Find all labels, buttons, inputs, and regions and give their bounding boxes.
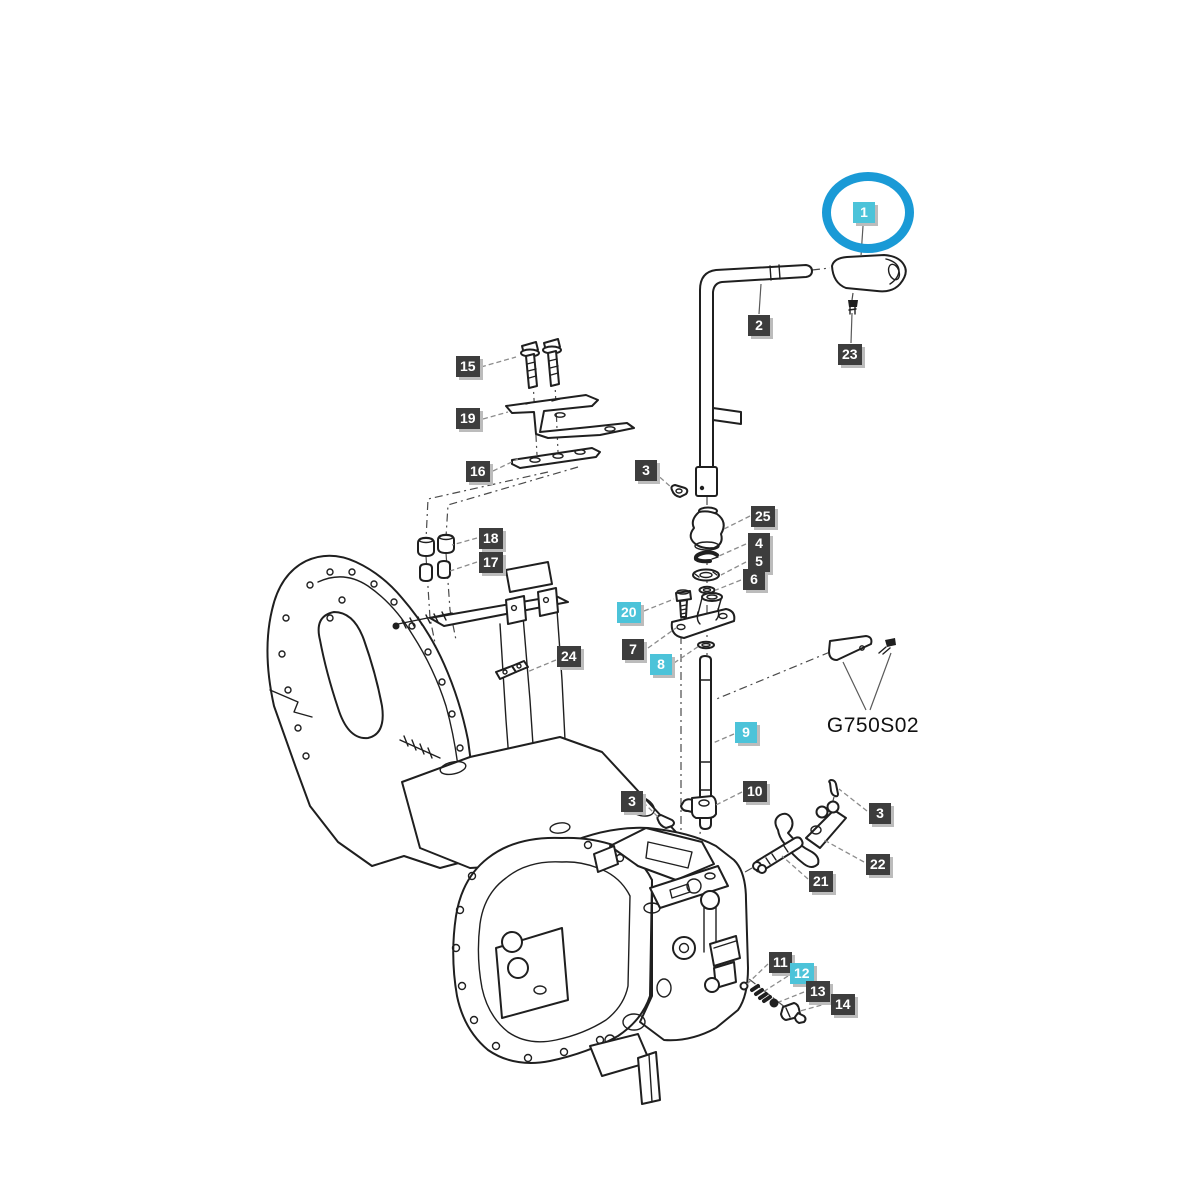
part-label-2: 2 [748, 315, 770, 336]
bushings-17 [419, 560, 451, 582]
part-label-14: 14 [831, 994, 855, 1015]
part-label-5: 5 [748, 551, 770, 572]
detent-ball-13 [769, 998, 779, 1008]
detent-plug-14 [780, 1002, 807, 1024]
part-label-15: 15 [456, 356, 480, 377]
washer-5 [692, 568, 720, 582]
lever-plate [511, 447, 601, 469]
part-label-9: 9 [735, 722, 757, 743]
mount-bolt-right [542, 338, 562, 387]
part-label-3: 3 [869, 803, 891, 824]
snap-ring-4 [693, 550, 719, 564]
gear-shift-lever [695, 264, 813, 497]
lever-base-bracket-7 [670, 592, 736, 639]
part-label-23: 23 [838, 344, 862, 365]
detent-ball-11 [739, 981, 749, 991]
part-label-4: 4 [748, 533, 770, 554]
highlight-circle [822, 172, 914, 253]
part-label-24: 24 [557, 646, 581, 667]
part-label-12: 12 [790, 963, 814, 984]
dust-boot-25 [689, 506, 725, 551]
lever-knob [831, 254, 907, 293]
part-label-18: 18 [479, 528, 503, 549]
part-label-22: 22 [866, 854, 890, 875]
spring-pin-3-right [828, 779, 839, 798]
part-label-20: 20 [617, 602, 641, 623]
bushings-18 [417, 533, 455, 557]
washer-8 [697, 640, 715, 650]
knob-screw-23 [848, 300, 858, 315]
part-label-17: 17 [479, 552, 503, 573]
part-label-3: 3 [621, 791, 643, 812]
part-label-19: 19 [456, 408, 480, 429]
shift-shaft-9 [699, 655, 712, 830]
part-label-25: 25 [751, 506, 775, 527]
transmission-housing [451, 826, 749, 1105]
bolt-20 [675, 589, 692, 618]
part-label-7: 7 [622, 639, 644, 660]
stopper-24 [495, 660, 529, 680]
detent-spring-12 [750, 984, 772, 1003]
mount-bolt-left [520, 341, 540, 389]
part-label-6: 6 [743, 569, 765, 590]
part-label-3: 3 [635, 460, 657, 481]
fork-rod-21 [752, 836, 804, 874]
key-bar [828, 635, 896, 711]
spring-pin-3-top [670, 484, 689, 498]
lever-bracket [505, 394, 635, 439]
part-label-8: 8 [650, 654, 672, 675]
frame-holes [278, 568, 470, 788]
part-label-10: 10 [743, 781, 767, 802]
o-ring-6 [698, 585, 716, 595]
drawing-code-text: G750S02 [826, 714, 920, 737]
part-label-16: 16 [466, 461, 490, 482]
frame-weldment [266, 554, 689, 879]
part-label-13: 13 [806, 981, 830, 1002]
clevis-joint-10 [680, 795, 717, 819]
part-label-21: 21 [809, 871, 833, 892]
part-label-11: 11 [769, 952, 792, 973]
flange-holes [451, 840, 625, 1063]
